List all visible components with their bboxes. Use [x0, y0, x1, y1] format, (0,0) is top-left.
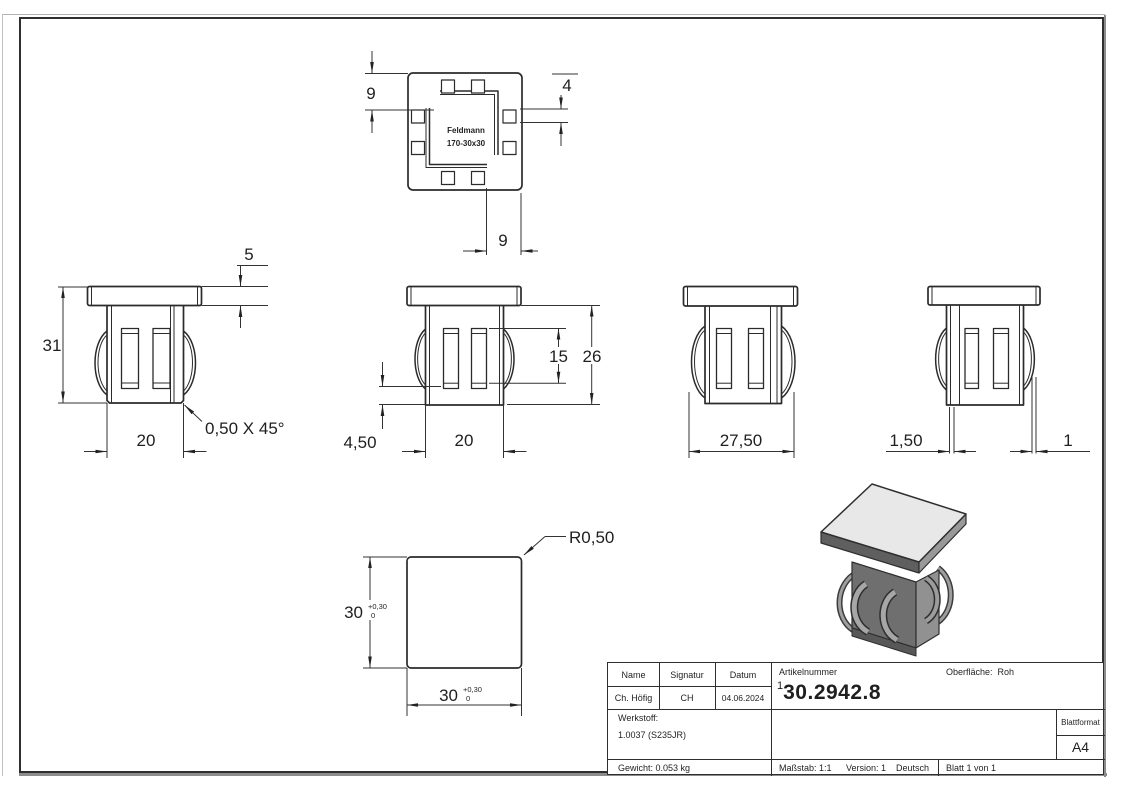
- paper-edge-top: [2, 14, 1105, 15]
- side-view-2: 1,50 1: [886, 285, 1090, 454]
- part-brand-label: Feldmann: [447, 126, 485, 135]
- dim-tol-lo-v: 0: [371, 611, 375, 620]
- tb-gewicht: Gewicht: 0.053 kg: [618, 763, 691, 773]
- tb-signatur-value: CH: [680, 692, 694, 703]
- front-dim-5: [201, 265, 268, 328]
- dim-depth: 9: [366, 84, 375, 103]
- tb-datum-label: Datum: [729, 669, 757, 680]
- dim-tol-hi-h: +0,30: [463, 685, 482, 694]
- side-dim-450: [379, 362, 441, 429]
- dim-width3: 27,50: [720, 431, 763, 450]
- tb-signatur-label: Signatur: [670, 669, 704, 680]
- side-view: 4,50 20 15 26: [343, 285, 603, 458]
- radius-leader: [523, 536, 566, 556]
- tb-blattformat-label: Blattformat: [1061, 717, 1100, 727]
- dim-inset: 4,50: [343, 433, 376, 452]
- dim-30l-mask: [364, 600, 401, 620]
- front-view: 31 5 20 0,50 X 45°: [43, 245, 285, 458]
- tb-blatt: Blatt 1 von 1: [946, 763, 997, 773]
- paper-shadow-bottom: [19, 773, 1107, 776]
- isometric-view: [820, 483, 967, 657]
- dim-tol-lo-h: 0: [466, 694, 470, 703]
- dim-thickness1: 1,50: [889, 431, 922, 450]
- dim-gap: 4: [562, 76, 571, 95]
- tb-artikel-num: 30.2942.8: [783, 681, 882, 704]
- tb-divider: [771, 663, 772, 776]
- tb-divider: [608, 759, 1105, 760]
- tb-divider: [1056, 709, 1057, 759]
- dim-chamfer: 0,50 X 45°: [205, 419, 285, 438]
- bottom-dim-30-bottom: [406, 668, 522, 716]
- front-dim-20: [84, 403, 207, 458]
- tb-werkstoff-label: Werkstoff:: [618, 713, 659, 723]
- tb-werkstoff-value: 1.0037 (S235JR): [618, 730, 687, 740]
- tb-version: Version: 1: [846, 763, 887, 773]
- dim-thickness2: 1: [1063, 431, 1072, 450]
- dim-body: 26: [583, 347, 602, 366]
- tb-artikelnummer-label: Artikelnummer: [779, 667, 838, 677]
- dim-tol-hi-v: +0,30: [368, 602, 387, 611]
- dim-15-mask: [548, 347, 569, 364]
- dim-offset: 9: [498, 231, 507, 250]
- chamfer-leader: [184, 404, 203, 422]
- tb-oberflaeche-label: Oberfläche:: [946, 667, 993, 677]
- side-dim-20: [402, 405, 527, 458]
- rear-view: 27,50: [682, 285, 799, 458]
- title-block: Name Signatur Datum Ch. Höfig CH 04.06.2…: [607, 662, 1105, 776]
- top-view: Feldmann 170-30x30 9 4: [365, 51, 578, 255]
- tb-massstab: Maßstab: 1:1: [779, 763, 832, 773]
- dim-width: 20: [137, 431, 156, 450]
- dim-26-mask: [580, 347, 603, 364]
- iso-plate-top: [820, 483, 967, 563]
- bottom-view: 30 +0,30 0 30 +0,30 0 R0,50: [344, 528, 614, 716]
- top-dim-9-bottom: [463, 188, 538, 255]
- tb-name-value: Ch. Höfig: [614, 692, 653, 703]
- tb-sprache: Deutsch: [896, 763, 930, 773]
- dim-size-h: 30: [439, 686, 458, 705]
- paper-shadow-right: [1104, 15, 1106, 777]
- paper-edge-left: [2, 14, 3, 776]
- tb-artikelnummer: 130.2942.8: [777, 680, 881, 705]
- side2-dim-1: [1010, 377, 1090, 454]
- tb-datum-value: 04.06.2024: [721, 692, 765, 703]
- dim-width2: 20: [455, 431, 474, 450]
- dim-slot: 15: [549, 347, 568, 366]
- part-model-label: 170-30x30: [447, 139, 486, 148]
- top-dim-9-left: [365, 51, 434, 133]
- top-view-tabs: [410, 79, 517, 186]
- dim-flange: 5: [244, 245, 253, 264]
- tb-blattformat-value: A4: [1071, 739, 1090, 755]
- tb-name-label: Name: [621, 669, 646, 680]
- tb-artikel-sup: 1: [777, 680, 784, 692]
- tb-divider: [608, 686, 771, 687]
- tb-oberflaeche-value: Roh: [997, 667, 1015, 677]
- front-dim-31: [58, 286, 107, 404]
- rear-dim-2750: [688, 392, 795, 458]
- dim-height: 31: [43, 336, 62, 355]
- tb-divider: [938, 759, 939, 776]
- tb-divider: [1056, 735, 1105, 736]
- top-dim-4-right: [520, 73, 578, 146]
- dim-size-v: 30: [344, 603, 363, 622]
- tb-divider: [608, 709, 1105, 710]
- drawing-frame: [19, 17, 1104, 773]
- tb-oberflaeche: Oberfläche: Roh: [946, 667, 1014, 677]
- side2-dim-150: [886, 407, 976, 454]
- dim-radius: R0,50: [569, 528, 614, 547]
